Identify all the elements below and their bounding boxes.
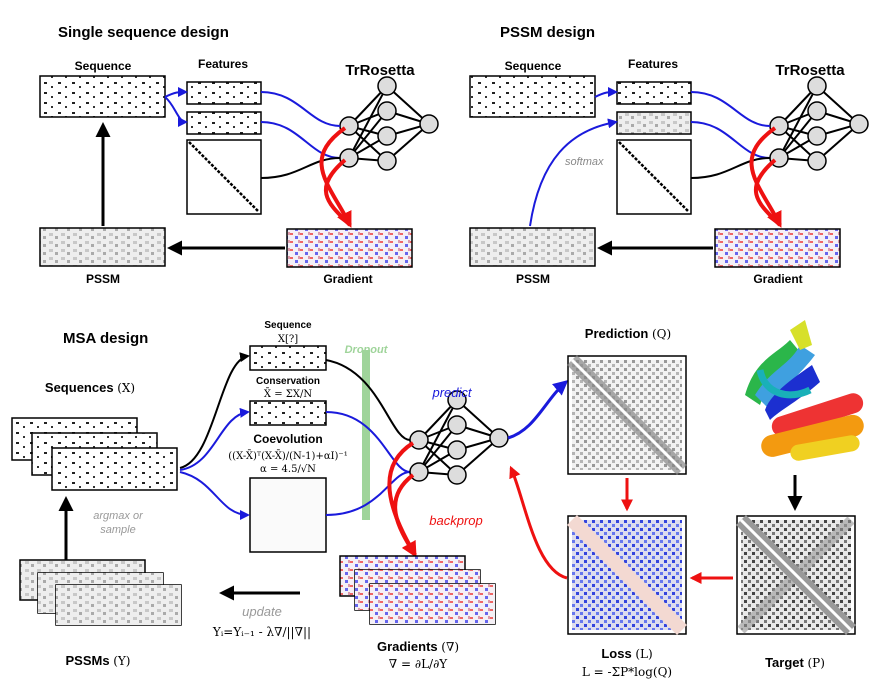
conservation-matrix [249, 400, 327, 426]
sequences-label: Sequences (X) [45, 380, 135, 395]
msa-network-icon [409, 390, 509, 485]
coevolution-matrix [249, 477, 327, 553]
pssms-label: PSSMs (Y) [66, 653, 131, 668]
feature-sequence-label: Sequence [264, 320, 312, 331]
pssm-features-label: Features [628, 57, 678, 71]
predict-label: predict [431, 385, 472, 400]
single-feature-2 [186, 111, 262, 135]
pssm-feature-3 [616, 139, 692, 215]
single-sequence-label: Sequence [75, 59, 132, 73]
msa-title: MSA design [63, 330, 148, 347]
gradients-label: Gradients (∇) [377, 639, 459, 654]
single-network-icon [339, 76, 439, 171]
single-feature-1 [186, 81, 262, 105]
msa-design-panel: MSA design Sequences (X) argmax or sampl… [11, 320, 864, 679]
conservation-eq: X̄ = ΣX/N [264, 388, 312, 400]
alpha-eq: α = 4.5/√N [260, 464, 316, 475]
pssm-sequence-matrix [469, 75, 596, 118]
coevolution-label: Coevolution [253, 432, 322, 446]
loss-eq: L = -ΣP*log(Q) [582, 665, 672, 679]
single-gradient-matrix [286, 228, 413, 268]
argmax-label-1: argmax or [93, 510, 144, 522]
single-pssm-label: PSSM [86, 272, 120, 286]
pssm-network-icon [769, 76, 869, 171]
feature-sequence-matrix [249, 345, 327, 371]
single-network-label: TrRosetta [345, 62, 415, 79]
update-equation: Yᵢ=Yᵢ₋₁ - λ∇/||∇|| [212, 625, 311, 639]
pssm-pssm-label: PSSM [516, 272, 550, 286]
gradients-eq: ∇ = ∂L/∂Y [389, 657, 448, 671]
prediction-label: Prediction (Q) [585, 326, 671, 341]
dropout-bar [362, 350, 370, 520]
single-pssm-matrix [39, 227, 166, 267]
argmax-label-2: sample [100, 524, 135, 536]
single-features-label: Features [198, 57, 248, 71]
single-gradient-label: Gradient [323, 272, 372, 286]
feature-sequence-eq: X[?] [278, 334, 298, 345]
loss-label: Loss (L) [601, 646, 652, 661]
pssm-sequence-label: Sequence [505, 59, 562, 73]
pssm-pssm-matrix [469, 227, 596, 267]
pssm-title: PSSM design [500, 24, 595, 41]
pssm-feature-1 [616, 81, 692, 105]
single-sequence-panel: Single sequence design Sequence Features… [39, 24, 439, 286]
dropout-label: Dropout [345, 344, 389, 356]
backprop-label: backprop [429, 513, 482, 528]
conservation-label: Conservation [256, 376, 320, 387]
pssm-feature-2 [616, 111, 692, 135]
single-sequence-matrix [39, 75, 166, 118]
pssm-network-label: TrRosetta [775, 62, 845, 79]
coevolution-eq: ((X-X̄)ᵀ(X-X̄)/(N-1)+αI)⁻¹ [228, 450, 347, 462]
protein-structure-image [745, 320, 864, 461]
pssm-gradient-matrix [714, 228, 841, 268]
update-label: update [242, 604, 282, 619]
target-label: Target (P) [765, 655, 825, 670]
pssm-design-panel: PSSM design Sequence Features TrRosetta … [469, 24, 869, 286]
single-title: Single sequence design [58, 24, 229, 41]
softmax-label: softmax [565, 156, 604, 168]
pssm-gradient-label: Gradient [753, 272, 802, 286]
